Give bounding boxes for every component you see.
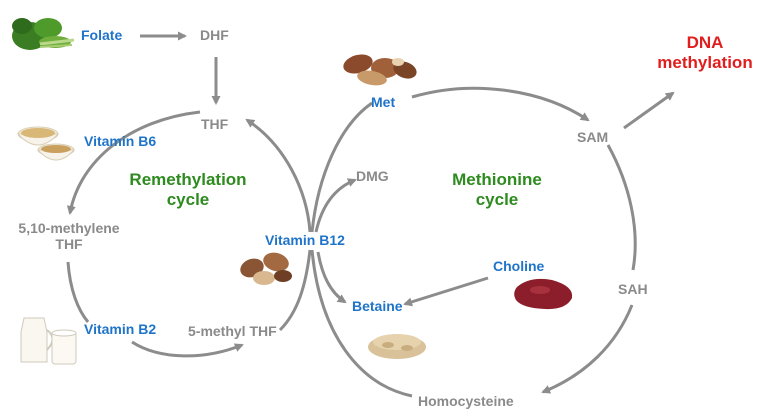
methionine-cycle-title: Methionine cycle	[442, 170, 552, 209]
liver-icon	[514, 278, 573, 310]
dna-methylation-line1: DNA	[686, 33, 724, 52]
methylene-thf-label: 5,10-methylene THF	[10, 220, 128, 252]
brazil-nuts-icon	[343, 54, 417, 86]
met-label: Met	[371, 94, 396, 110]
arc-sam-to-sah	[606, 144, 637, 271]
sah-label: SAH	[618, 281, 648, 297]
arrow-b2-to-methyl-thf	[131, 340, 244, 358]
vitamin-b2-label: Vitamin B2	[84, 321, 157, 337]
remethylation-title-line2: cycle	[166, 189, 210, 209]
arrow-thf-to-methylene-thf	[66, 110, 201, 215]
choline-label: Choline	[493, 258, 545, 274]
leafy-greens-icon	[12, 18, 75, 50]
vitamin-b6-label: Vitamin B6	[84, 133, 157, 149]
arrow-b12-to-dmg	[314, 178, 357, 233]
dmg-label: DMG	[356, 168, 389, 184]
grains-icon	[368, 334, 426, 359]
betaine-label: Betaine	[352, 298, 403, 314]
arrow-met-to-sam	[411, 86, 590, 122]
nuts-icon	[240, 252, 292, 285]
remethylation-title-line1: Remethylation	[129, 170, 247, 189]
dna-methylation-label: DNA methylation	[652, 33, 758, 72]
milk-icon	[20, 317, 77, 365]
arrow-b12-to-betaine	[316, 251, 347, 304]
arrow-choline-to-betaine	[403, 276, 489, 307]
methionine-title-line2: cycle	[475, 189, 519, 209]
dna-methylation-line2: methylation	[657, 52, 753, 72]
arrow-sah-to-homocysteine	[541, 304, 634, 394]
arc-methyl-thf-to-b12	[278, 249, 312, 332]
methyl-thf-label: 5-methyl THF	[188, 323, 277, 339]
vitamin-b12-label: Vitamin B12	[265, 232, 345, 248]
methylene-thf-line2: THF	[55, 236, 83, 253]
homocysteine-label: Homocysteine	[418, 393, 514, 409]
arc-b12-to-met	[310, 101, 373, 233]
remethylation-cycle-title: Remethylation cycle	[110, 170, 266, 209]
methionine-title-line1: Methionine	[452, 170, 542, 189]
arrow-b12-to-thf	[245, 118, 312, 233]
arc-methylene-thf-to-b2	[66, 261, 90, 323]
dhf-label: DHF	[200, 27, 229, 43]
thf-label: THF	[201, 116, 229, 132]
arc-homocysteine-to-b12	[310, 249, 413, 398]
arrow-sam-to-dna-methylation	[623, 91, 675, 130]
cereal-bowls-icon	[16, 126, 76, 161]
methylene-thf-line1: 5,10-methylene	[18, 220, 120, 236]
folate-label: Folate	[81, 27, 123, 43]
sam-label: SAM	[577, 129, 609, 145]
